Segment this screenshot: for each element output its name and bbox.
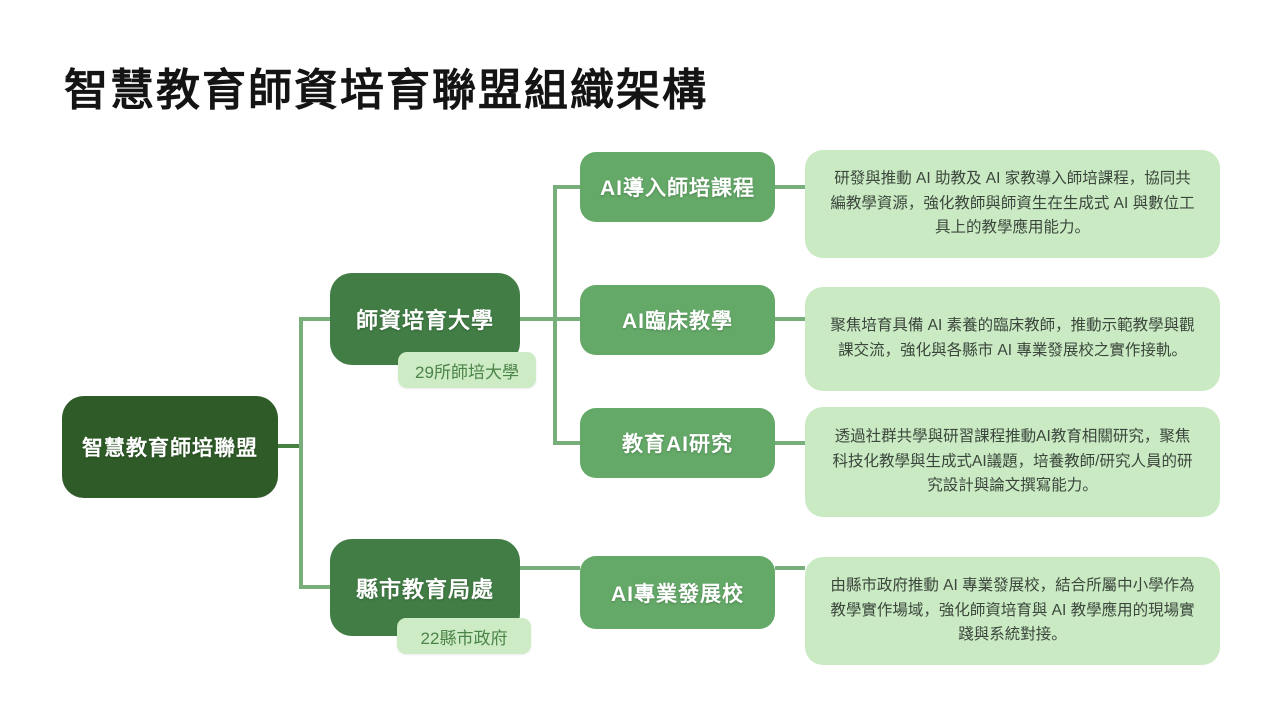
connector-leaf3-stub bbox=[553, 441, 580, 445]
connector-left-trunk bbox=[299, 317, 303, 589]
connector-right-trunk bbox=[553, 185, 557, 445]
leaf-node-education-ai-research: 教育AI研究 bbox=[580, 408, 775, 478]
connector-branch2-stub bbox=[299, 585, 330, 589]
connector-branch2-leaf4 bbox=[520, 566, 580, 570]
leaf-node-ai-clinical-teaching: AI臨床教學 bbox=[580, 285, 775, 355]
description-ai-clinical-teaching: 聚焦培育具備 AI 素養的臨床教師，推動示範教學與觀課交流，強化與各縣市 AI … bbox=[805, 287, 1220, 391]
connector-leaf1-desc bbox=[775, 185, 805, 189]
badge-universities-count: 29所師培大學 bbox=[398, 352, 536, 388]
badge-governments-count: 22縣市政府 bbox=[397, 618, 531, 654]
connector-leaf1-stub bbox=[553, 185, 580, 189]
description-ai-teacher-training-curriculum: 研發與推動 AI 助教及 AI 家教導入師培課程，協同共編教學資源，強化教師與師… bbox=[805, 150, 1220, 258]
leaf-node-ai-professional-development-schools: AI專業發展校 bbox=[580, 556, 775, 629]
connector-branch1-leaves bbox=[520, 317, 580, 321]
page-title: 智慧教育師資培育聯盟組織架構 bbox=[64, 66, 708, 115]
connector-leaf2-desc bbox=[775, 317, 805, 321]
root-node-alliance: 智慧教育師培聯盟 bbox=[62, 396, 278, 498]
description-ai-professional-development-schools: 由縣市政府推動 AI 專業發展校，結合所屬中小學作為教學實作場域，強化師資培育與… bbox=[805, 557, 1220, 665]
connector-root-stub bbox=[278, 444, 302, 448]
connector-leaf4-desc bbox=[775, 566, 805, 570]
connector-leaf3-desc bbox=[775, 441, 805, 445]
connector-branch1-stub bbox=[299, 317, 330, 321]
description-education-ai-research: 透過社群共學與研習課程推動AI教育相關研究，聚焦科技化教學與生成式AI議題，培養… bbox=[805, 407, 1220, 517]
branch-node-teacher-universities: 師資培育大學 bbox=[330, 273, 520, 365]
leaf-node-ai-teacher-training-curriculum: AI導入師培課程 bbox=[580, 152, 775, 222]
